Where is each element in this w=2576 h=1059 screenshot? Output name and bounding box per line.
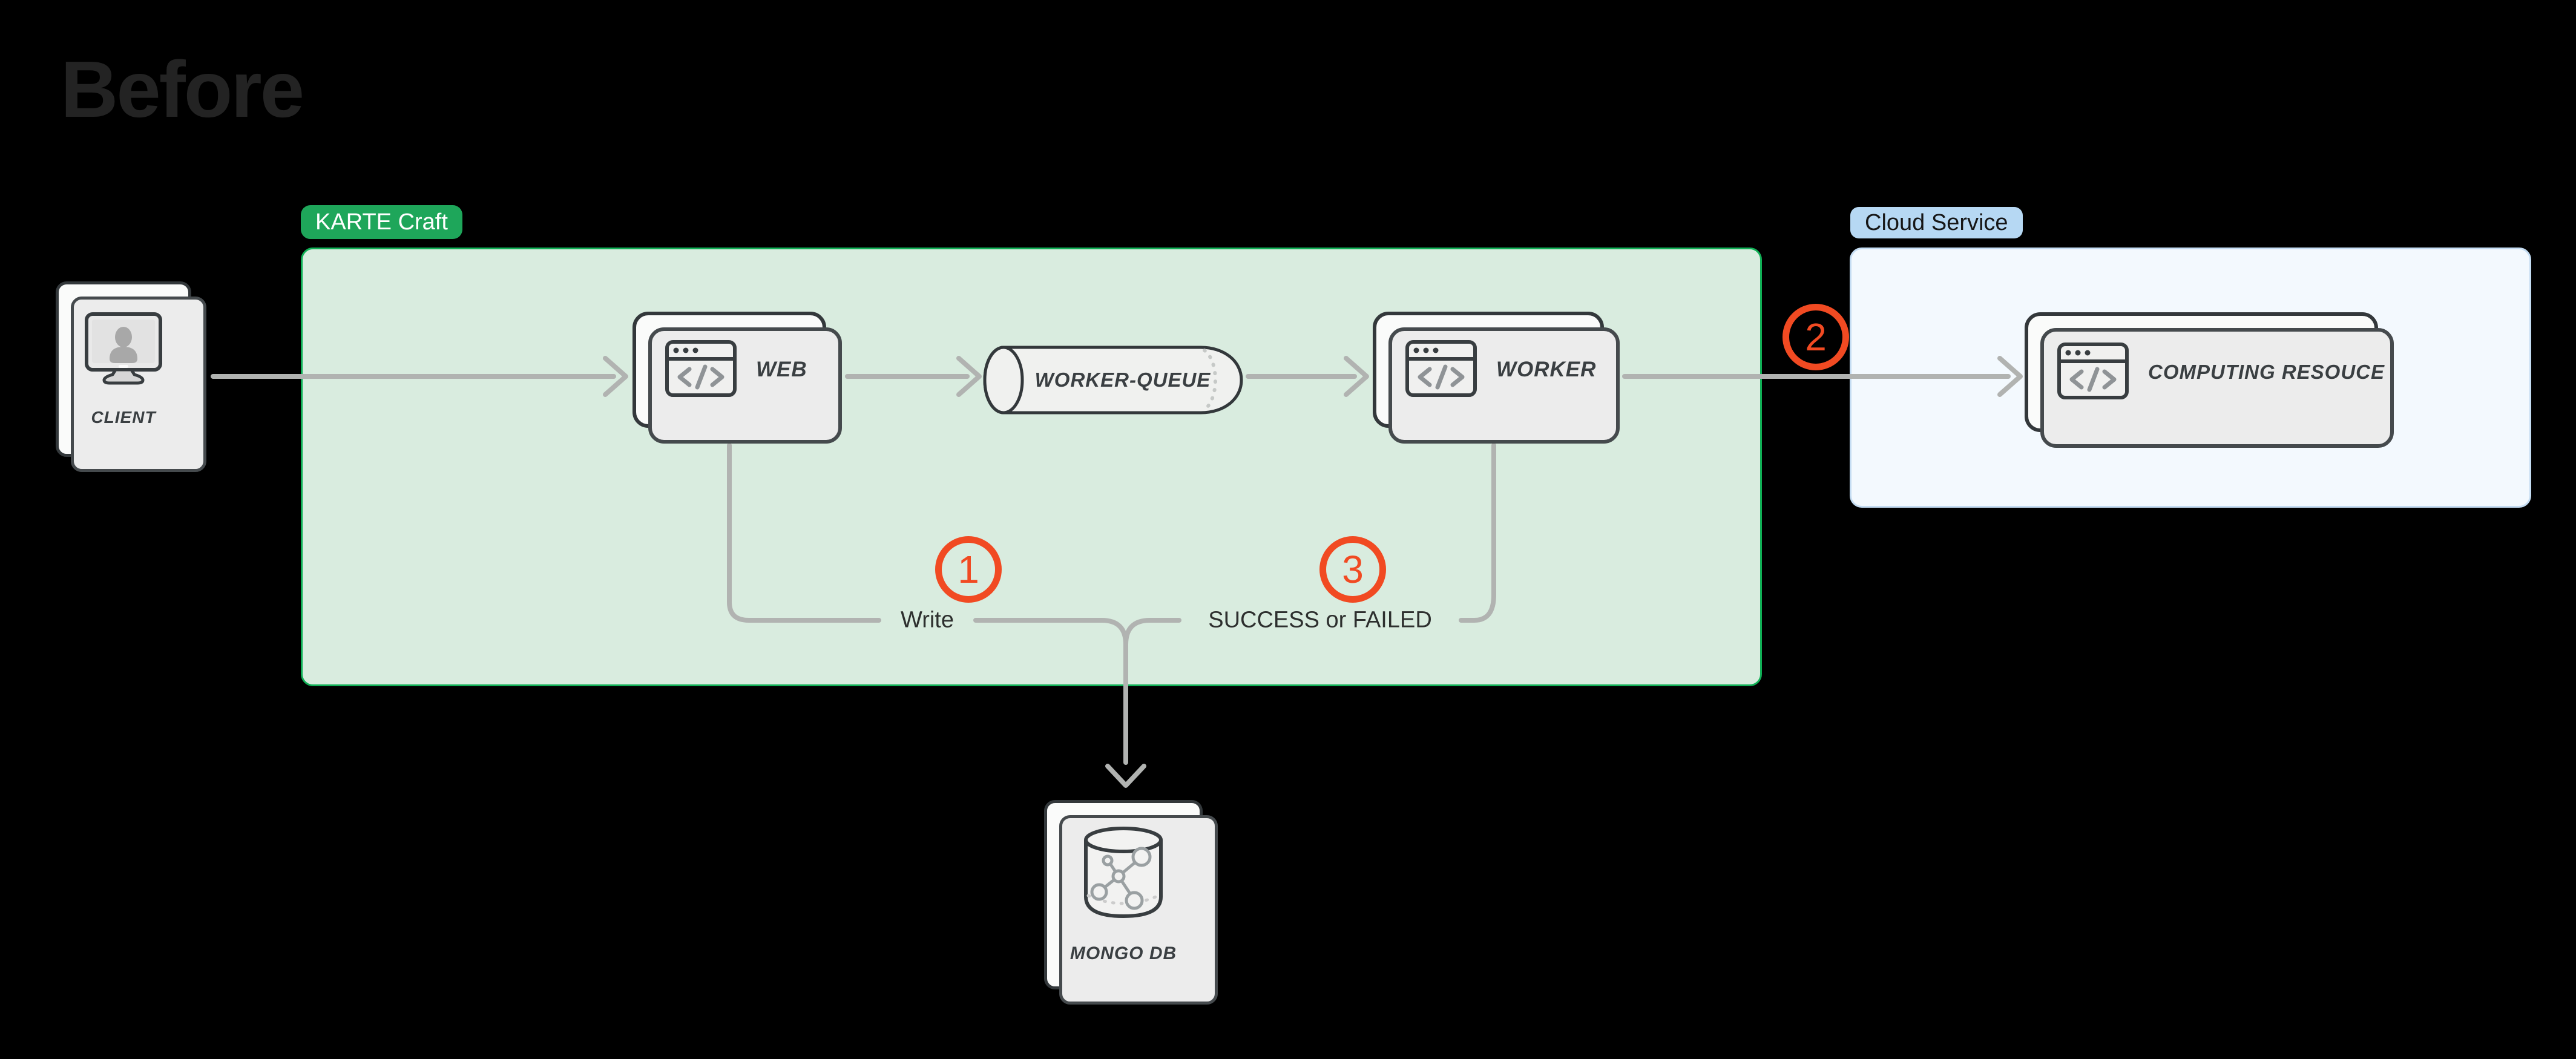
page-title: Before: [61, 45, 304, 134]
step-2-number: 2: [1805, 315, 1827, 359]
step-3-number: 3: [1342, 548, 1364, 591]
step-1-number: 1: [958, 548, 979, 591]
web-browser-code-icon: [665, 339, 737, 400]
mongo-db-label: MONGO DB: [1070, 943, 1177, 963]
client-label: CLIENT: [91, 407, 156, 427]
worker-browser-code-icon: [1405, 339, 1477, 400]
web-label: WEB: [756, 358, 807, 381]
mongo-database-icon: [1081, 825, 1166, 924]
cloud-service-badge: Cloud Service: [1850, 207, 2023, 238]
worker-label: WORKER: [1496, 358, 1597, 381]
node-computing-resource: COMPUTING RESOUCE: [2025, 312, 2394, 448]
karte-craft-badge: KARTE Craft: [301, 205, 462, 239]
client-monitor-user-icon: [84, 312, 163, 389]
node-web: WEB: [632, 312, 842, 444]
step-2-circle: 2: [1782, 304, 1849, 370]
node-worker: WORKER: [1373, 312, 1620, 444]
computing-browser-code-icon: [2057, 342, 2129, 402]
step-3-circle: 3: [1319, 536, 1386, 603]
computing-resource-label: COMPUTING RESOUCE: [2148, 361, 2385, 383]
node-client: CLIENT: [56, 281, 206, 472]
step-1-circle: 1: [935, 536, 1002, 603]
success-or-failed-label: SUCCESS or FAILED: [1208, 607, 1432, 633]
queue-cylinder-icon: [983, 346, 1243, 415]
arrowhead-to-mongo: [1105, 764, 1146, 788]
worker-queue-label: WORKER-QUEUE: [1034, 369, 1211, 391]
node-worker-queue: WORKER-QUEUE: [982, 344, 1244, 416]
node-mongo-db: MONGO DB: [1044, 800, 1218, 1005]
write-label: Write: [901, 607, 954, 633]
